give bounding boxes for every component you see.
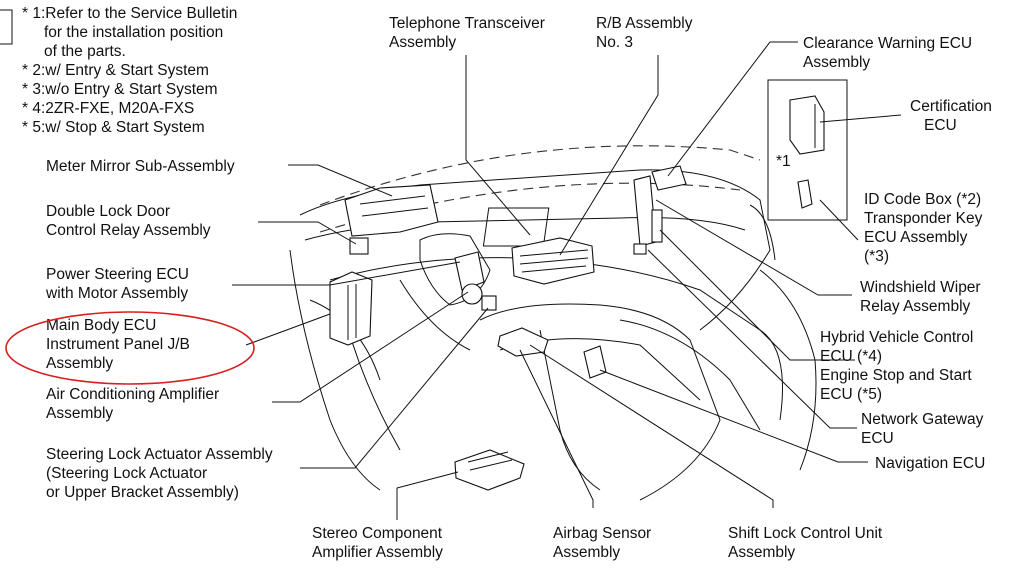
label-meter-mirror: Meter Mirror Sub-Assembly xyxy=(46,158,235,175)
leader-lines xyxy=(232,41,902,520)
note-line: for the installation position xyxy=(44,24,223,41)
label-airbag-line1: Airbag Sensor xyxy=(553,525,651,542)
label-hybrid-line4: ECU (*5) xyxy=(820,386,882,403)
label-navigation: Navigation ECU xyxy=(875,455,985,472)
notes-block: * 1:Refer to the Service Bulletin for th… xyxy=(22,5,237,136)
small-bracket-part xyxy=(481,295,497,311)
note-line: * 4:2ZR-FXE, M20A-FXS xyxy=(22,100,194,117)
parts xyxy=(329,165,687,491)
note-line: * 3:w/o Entry & Start System xyxy=(22,81,218,98)
label-main-body-line3: Assembly xyxy=(46,355,113,372)
label-power-steering-line2: with Motor Assembly xyxy=(45,285,188,302)
id-code-box-part xyxy=(797,179,813,209)
label-gateway-line2: ECU xyxy=(861,430,894,447)
highlight-ellipse xyxy=(5,311,255,385)
meter-mirror-part xyxy=(344,184,439,237)
note-line: * 1:Refer to the Service Bulletin xyxy=(22,5,237,22)
note-line: * 5:w/ Stop & Start System xyxy=(22,119,205,136)
label-hybrid-line1: Hybrid Vehicle Control xyxy=(820,329,973,346)
label-main-body-line1: Main Body ECU xyxy=(46,317,156,334)
steering-lock-part xyxy=(454,251,485,291)
label-steering-lock-line3: or Upper Bracket Assembly) xyxy=(46,484,239,501)
label-airbag-line2: Assembly xyxy=(553,544,620,561)
label-id-code-line1: ID Code Box (*2) xyxy=(864,191,981,208)
label-wiper-line2: Relay Assembly xyxy=(860,298,971,315)
label-power-steering-line1: Power Steering ECU xyxy=(46,266,189,283)
label-telephone-line2: Assembly xyxy=(389,34,456,51)
air-con-amp-part xyxy=(461,283,483,305)
double-lock-relay-part xyxy=(349,237,369,255)
label-stereo-line2: Amplifier Assembly xyxy=(312,544,443,561)
label-stereo-line1: Stereo Component xyxy=(312,525,443,542)
hv-ecu-part xyxy=(651,209,663,243)
label-clearance-line1: Clearance Warning ECU xyxy=(803,35,972,52)
label-certification-line2: ECU xyxy=(924,117,957,134)
label-steering-lock-line1: Steering Lock Actuator Assembly xyxy=(46,446,273,463)
label-id-code-line4: (*3) xyxy=(864,248,889,265)
label-rb-line2: No. 3 xyxy=(596,34,633,51)
label-clearance-line2: Assembly xyxy=(803,54,870,71)
note-line: * 2:w/ Entry & Start System xyxy=(22,62,209,79)
stereo-amplifier-part xyxy=(454,449,525,491)
label-wiper-line1: Windshield Wiper xyxy=(860,279,981,296)
label-certification-line1: Certification xyxy=(910,98,992,115)
label-shift-lock-line2: Assembly xyxy=(728,544,795,561)
label-id-code-line3: ECU Assembly xyxy=(864,229,968,246)
gateway-ecu-part xyxy=(633,243,647,255)
clearance-ecu-part xyxy=(651,165,687,191)
inset-star-label: *1 xyxy=(776,153,791,170)
label-hybrid-line2: ECU (*4) xyxy=(820,348,882,365)
label-gateway-line1: Network Gateway xyxy=(861,411,984,428)
note-line: of the parts. xyxy=(44,43,126,60)
label-hybrid-line3: Engine Stop and Start xyxy=(820,367,972,384)
inset-box xyxy=(767,79,848,221)
frame-corner xyxy=(0,9,13,45)
label-rb-line1: R/B Assembly xyxy=(596,15,693,32)
main-body-ecu-part xyxy=(329,271,373,346)
label-air-con-line2: Assembly xyxy=(46,405,113,422)
label-main-body-line2: Instrument Panel J/B xyxy=(46,336,190,353)
label-id-code-line2: Transponder Key xyxy=(864,210,983,227)
label-steering-lock-line2: (Steering Lock Actuator xyxy=(46,465,207,482)
label-shift-lock-line1: Shift Lock Control Unit xyxy=(728,525,883,542)
shift-lock-part xyxy=(583,345,607,379)
certification-ecu-part xyxy=(789,95,825,155)
label-double-lock-line1: Double Lock Door xyxy=(46,203,170,220)
label-air-con-line1: Air Conditioning Amplifier xyxy=(46,386,219,403)
label-double-lock-line2: Control Relay Assembly xyxy=(46,222,211,239)
label-telephone-line1: Telephone Transceiver xyxy=(389,15,545,32)
